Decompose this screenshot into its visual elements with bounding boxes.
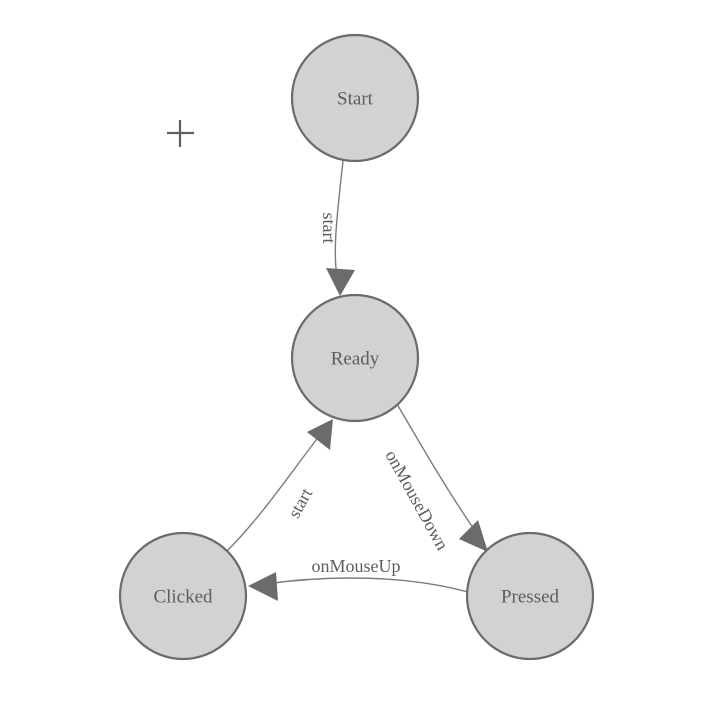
edge-pressed-to-clicked-path [264, 577, 469, 593]
node-clicked-circle[interactable] [118, 531, 248, 661]
edge-pressed-to-clicked-arrowhead [248, 572, 278, 601]
node-clicked[interactable]: Clicked [118, 531, 248, 661]
edge-clicked-to-ready-path [226, 434, 321, 552]
nodes-layer: Start Ready Clicked Pressed [118, 33, 595, 661]
edge-ready-to-pressed-arrowhead [459, 520, 488, 552]
edge-start-to-ready-path [334, 160, 344, 284]
node-pressed[interactable]: Pressed [465, 531, 595, 661]
node-ready-circle[interactable] [290, 293, 420, 423]
edge-clicked-to-ready[interactable]: start [226, 419, 333, 552]
edge-clicked-to-ready-arrowhead [307, 419, 333, 450]
node-start[interactable]: Start [290, 33, 420, 163]
edge-start-to-ready-arrowhead [326, 268, 355, 296]
edge-label-clicked-to-ready: start [284, 485, 317, 522]
edge-label-pressed-to-clicked: onMouseUp [312, 556, 401, 576]
edge-ready-to-pressed-path [396, 403, 479, 536]
edge-start-to-ready[interactable]: start [319, 160, 355, 296]
plus-crosshair-icon [167, 120, 194, 147]
node-ready[interactable]: Ready [290, 293, 420, 423]
edge-ready-to-pressed[interactable]: onMouseDown [381, 403, 488, 554]
node-start-circle[interactable] [290, 33, 420, 163]
edge-label-ready-to-pressed: onMouseDown [381, 447, 452, 554]
edge-pressed-to-clicked[interactable]: onMouseUp [248, 556, 469, 601]
node-pressed-circle[interactable] [465, 531, 595, 661]
